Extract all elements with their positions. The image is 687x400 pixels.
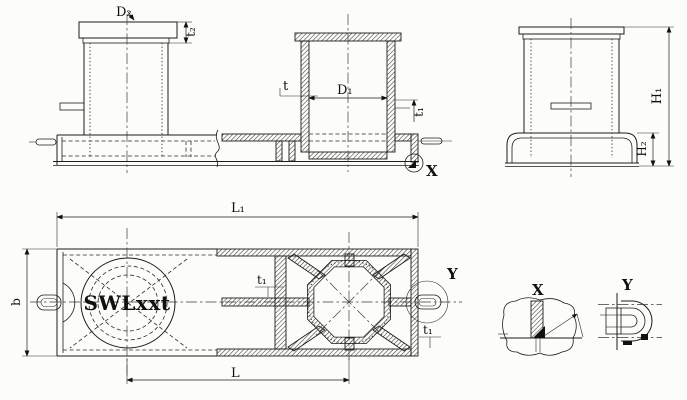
plan-right-eye: Y t₁ [405, 265, 458, 348]
dim-label-l1: L₁ [231, 201, 245, 216]
x-ref-label: X [426, 162, 438, 180]
x-callout-arrow [408, 160, 416, 168]
detail-x: X [498, 281, 584, 356]
y-ref-label: Y [446, 265, 458, 283]
side-view: H₁ H₂ [505, 18, 674, 177]
weld-mark [641, 334, 648, 340]
dim-label-d1: D₁ [337, 83, 353, 98]
front-base-left [29, 129, 419, 168]
plan-left-column: SWLxxt [36, 257, 188, 349]
weld-fillet [533, 326, 545, 338]
detail-y-title: Y [621, 276, 633, 294]
eye-ring-outer [621, 300, 653, 342]
plan-view: SWLxxt t₁ Y [9, 201, 462, 384]
plan-right-column-section [287, 253, 411, 352]
detail-y: Y [598, 276, 662, 350]
dim-label-l: L [231, 366, 240, 381]
dim-label-t1-end: t₁ [423, 323, 433, 337]
dim-label-h2: H₂ [635, 141, 649, 156]
front-view: D₂ t₂ [29, 5, 452, 180]
front-middle-column-section: D₁ t t₁ [279, 14, 426, 172]
dim-label-t1-front: t₁ [412, 107, 426, 117]
dim-label-b: b [9, 298, 23, 306]
dim-label-t1-web: t₁ [257, 273, 267, 287]
swl-marking: SWLxxt [83, 291, 170, 315]
detail-x-title: X [532, 281, 544, 299]
x-callout-circle [404, 153, 424, 173]
dim-label-h1: H₁ [650, 88, 665, 105]
break-line [214, 129, 220, 168]
front-left-column: D₂ t₂ [59, 5, 198, 173]
dim-label-d2: D₂ [116, 5, 132, 20]
weld-mark [623, 341, 632, 345]
dim-label-t2: t₂ [184, 27, 198, 37]
left-eye-plan [36, 294, 62, 311]
dim-label-t: t [283, 79, 289, 94]
